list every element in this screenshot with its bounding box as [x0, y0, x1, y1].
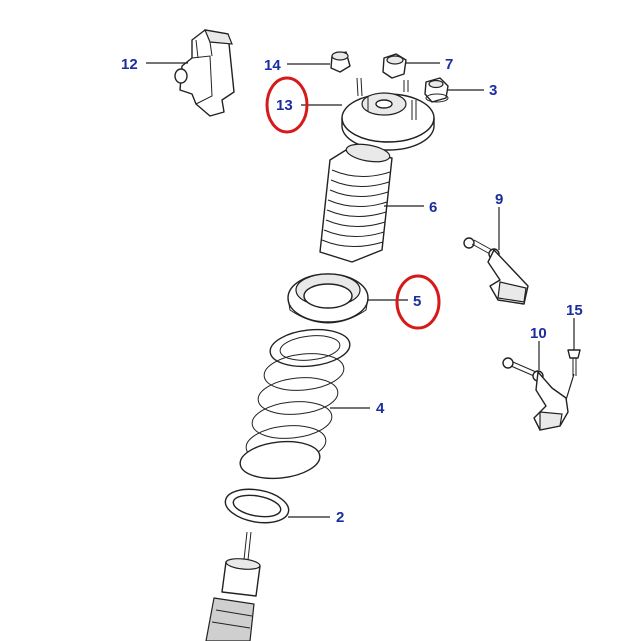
callout-7: 7 — [445, 56, 453, 73]
callout-10: 10 — [530, 325, 547, 342]
callout-13: 13 — [276, 97, 293, 114]
part-15-bolt — [567, 349, 581, 376]
part-3-flange-nut — [424, 77, 449, 103]
part-2-lower-isolator — [224, 488, 290, 524]
callout-12: 12 — [121, 56, 138, 73]
highlight-ring-5 — [395, 274, 441, 330]
leader-15 — [565, 318, 575, 401]
callout-15: 15 — [566, 302, 583, 319]
part-13-top-mount — [341, 77, 435, 151]
part-7-nut — [382, 53, 407, 79]
part-12-bracket — [174, 29, 235, 117]
callout-14: 14 — [264, 57, 281, 74]
part-9-link — [463, 237, 529, 305]
callout-3: 3 — [489, 82, 497, 99]
callout-4: 4 — [376, 400, 385, 417]
part-6-dust-boot — [319, 143, 393, 263]
shock-absorber — [205, 531, 261, 641]
part-5-spring-seat — [287, 273, 369, 324]
highlight-ring-13 — [265, 76, 309, 134]
callout-5: 5 — [413, 293, 421, 310]
callout-6: 6 — [429, 199, 437, 216]
part-4-coil-spring — [239, 328, 351, 480]
part-10-link — [502, 357, 569, 431]
callout-9: 9 — [495, 191, 503, 208]
part-14-nut — [330, 51, 351, 73]
callout-2: 2 — [336, 509, 344, 526]
